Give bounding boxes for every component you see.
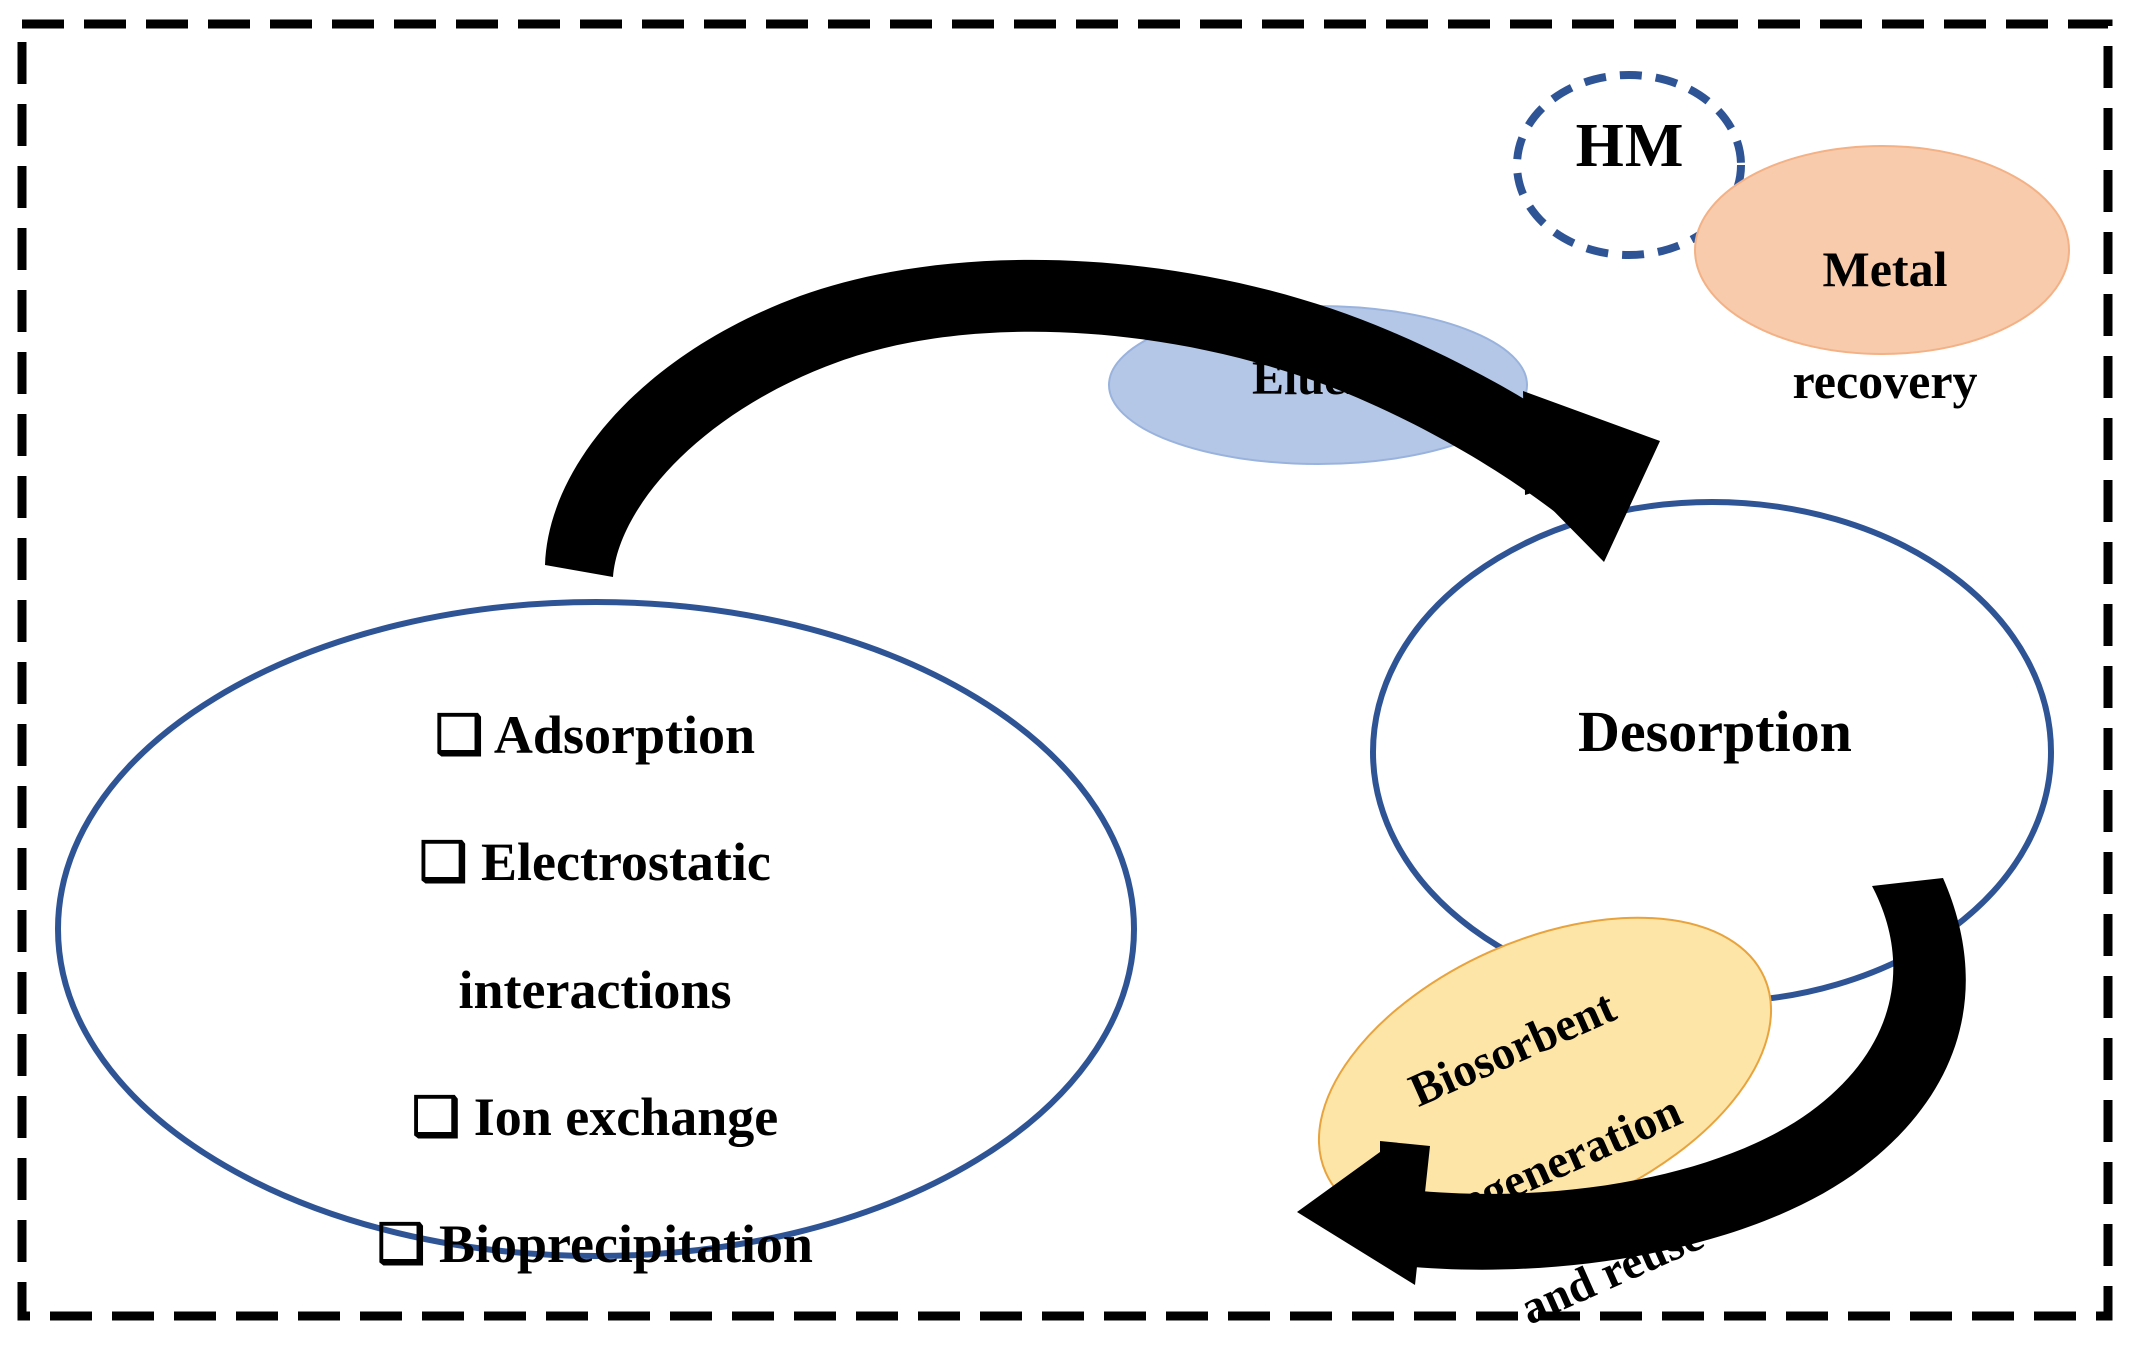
- arrow-to-metal-head: [1523, 391, 1660, 562]
- arrow-to-metal-body: [545, 259, 1604, 577]
- dashed-frame: [17, 19, 2113, 1321]
- arrow-to-mechanisms-body: [1402, 878, 1966, 1270]
- arrow-to-mechanisms-head: [1297, 1141, 1430, 1285]
- hm-ellipse[interactable]: [1513, 71, 1745, 259]
- mechanisms-ellipse[interactable]: [55, 599, 1137, 1259]
- metal-recovery-ellipse[interactable]: [1694, 145, 2070, 355]
